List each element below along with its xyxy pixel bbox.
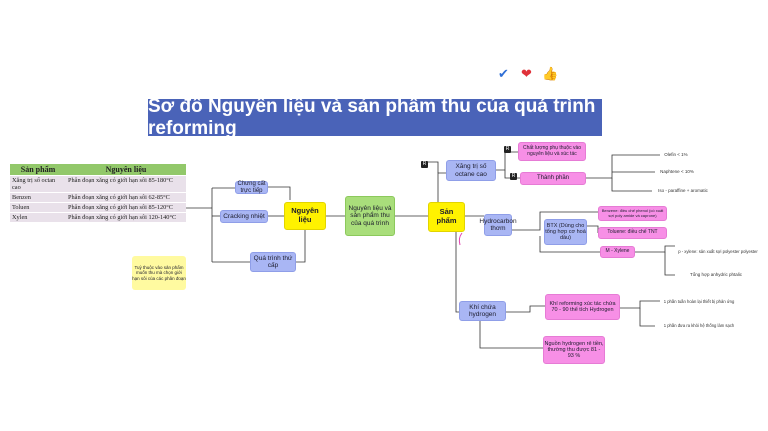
node-aromatic-hydrocarbon[interactable]: Hydrocarbon thơm: [479, 214, 517, 236]
heart-icon[interactable]: ❤: [521, 66, 532, 81]
node-naphtene[interactable]: Naphtene < 10%: [660, 169, 694, 175]
check-icon[interactable]: ✔: [498, 66, 509, 81]
node-olefin[interactable]: Olefin < 1%: [664, 152, 688, 158]
node-benzene-use[interactable]: Benzene: điều chế phenol (có xuất sợi po…: [598, 206, 667, 221]
table-cell: Phân đoạn xăng có giới hạn sôi 85-120°C: [68, 204, 174, 211]
node-cracking[interactable]: Cracking nhiệt: [220, 210, 268, 223]
table-cell: Benzen: [12, 194, 31, 201]
boiling-point-note[interactable]: Tuỳ thuộc vào sản phẩm muốn thu mà chọn …: [132, 256, 186, 290]
node-p-xylene[interactable]: p - xylene: sản xuất sợi polyester polye…: [678, 249, 758, 255]
table-cell: Toluen: [12, 204, 30, 211]
node-marker: R: [504, 146, 511, 153]
node-high-octane[interactable]: Xăng trị số octane cao: [446, 160, 496, 181]
table-cell: Phân đoạn xăng có giới hạn sôi 62-85°C: [68, 194, 170, 201]
node-marker: R: [421, 161, 428, 168]
table-header: Sản phẩm: [20, 165, 56, 174]
node-phthalic[interactable]: Tổng hợp anhydric phtalic: [690, 272, 742, 278]
node-cheap-hydrogen[interactable]: Nguồn hydrogen rẻ tiền, thường thu được …: [543, 336, 605, 364]
thumbs-up-icon[interactable]: 👍: [542, 66, 559, 81]
table-cell: Xylen: [12, 214, 28, 221]
node-recycle[interactable]: 1 phần tuần hoàn lại thiết bị phản ứng: [663, 298, 735, 304]
table-header: Nguyên liệu: [105, 165, 147, 174]
node-center[interactable]: Nguyên liệu và sản phẩm thu của quá trìn…: [345, 196, 395, 236]
node-products[interactable]: Sản phẩm: [428, 202, 465, 232]
node-raw-material[interactable]: Nguyên liệu: [284, 202, 326, 230]
table-cell: Phân đoạn xăng có giới hạn sôi 120-140°C: [68, 214, 177, 221]
table-cell: Xăng trị số octan cao: [12, 177, 56, 191]
node-marker: R: [510, 173, 517, 180]
node-quality[interactable]: Chất lượng phụ thuộc vào nguyên liệu và …: [518, 142, 586, 161]
node-composition[interactable]: Thành phần: [520, 172, 586, 185]
product-raw-material-table: Sản phẩm Nguyên liệu Xăng trị số octan c…: [10, 164, 186, 223]
table-cell: Phân đoạn xăng có giới hạn sôi 85-180°C: [68, 177, 174, 184]
node-btx[interactable]: BTX (Dùng cho tổng hợp cơ hoá dầu): [544, 219, 587, 245]
node-secondary-process[interactable]: Quá trình thứ cấp: [250, 252, 296, 272]
node-reforming-gas[interactable]: Khí reforming xúc tác chứa 70 - 90 thể t…: [545, 294, 620, 320]
node-clean[interactable]: 1 phần đưa ra khỏi hệ thống làm sạch: [663, 322, 735, 328]
node-iso-paraffine[interactable]: Iso - paraffine + aromatic: [658, 188, 708, 194]
node-m-xylene[interactable]: M - Xylene: [600, 246, 635, 258]
node-toluene-use[interactable]: Toluene: điều chế TNT: [598, 227, 667, 239]
diagram-title: Sơ đồ Nguyên liệu và sản phẩm thu của qu…: [148, 96, 602, 139]
arrow-annotation: [458, 232, 463, 246]
node-hydrogen-gas[interactable]: Khí chứa hydrogen: [459, 301, 506, 321]
node-distillation[interactable]: Chưng cất trực tiếp: [235, 181, 268, 194]
